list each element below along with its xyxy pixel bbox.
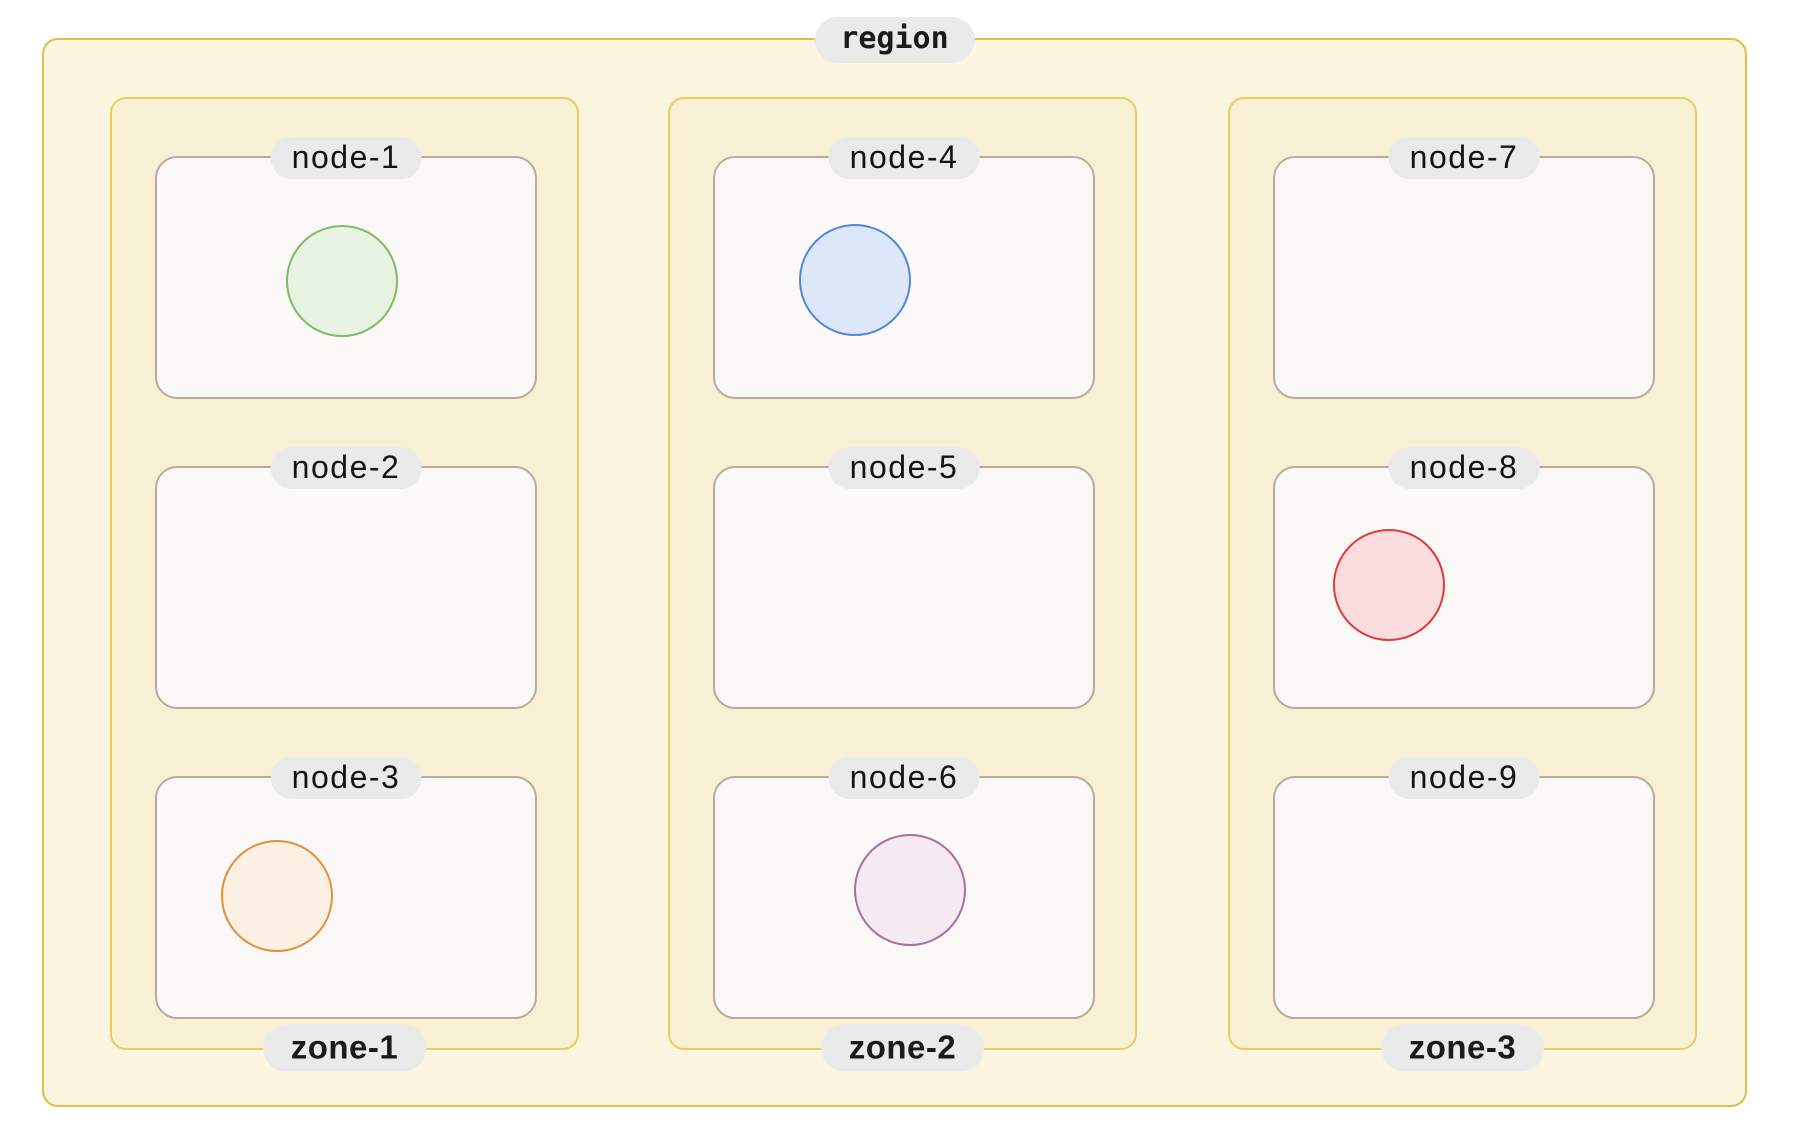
node-3-box: node-3 [155,757,537,1019]
zone-3-container: node-7 node-8 node-9 zone-3 [1228,97,1697,1072]
node-3-label: node-3 [270,757,422,799]
region-label: region [814,17,975,63]
node-4-box: node-4 [713,137,1095,399]
region-container: region node-1 node-2 node-3 zone-1 node-… [42,17,1747,1107]
node-1-box: node-1 [155,137,537,399]
zone-2-container: node-4 node-5 node-6 zone-2 [668,97,1137,1072]
node-2-label: node-2 [270,447,422,489]
node-9-box: node-9 [1273,757,1655,1019]
node-4-label: node-4 [828,137,980,179]
node-3-pod-circle [221,840,333,952]
node-7-label: node-7 [1388,137,1540,179]
node-8-box: node-8 [1273,447,1655,709]
node-8-label: node-8 [1388,447,1540,489]
zone-3-label: zone-3 [1380,1024,1545,1072]
node-1-pod-circle [286,225,398,337]
node-5-label: node-5 [828,447,980,489]
zone-1-label: zone-1 [262,1024,427,1072]
node-9-label: node-9 [1388,757,1540,799]
node-2-box: node-2 [155,447,537,709]
node-6-box: node-6 [713,757,1095,1019]
node-8-pod-circle [1333,529,1445,641]
zone-2-label: zone-2 [820,1024,985,1072]
node-6-label: node-6 [828,757,980,799]
node-1-label: node-1 [270,137,422,179]
node-4-pod-circle [799,224,911,336]
node-7-box: node-7 [1273,137,1655,399]
node-6-pod-circle [854,834,966,946]
node-5-box: node-5 [713,447,1095,709]
zone-1-container: node-1 node-2 node-3 zone-1 [110,97,579,1072]
